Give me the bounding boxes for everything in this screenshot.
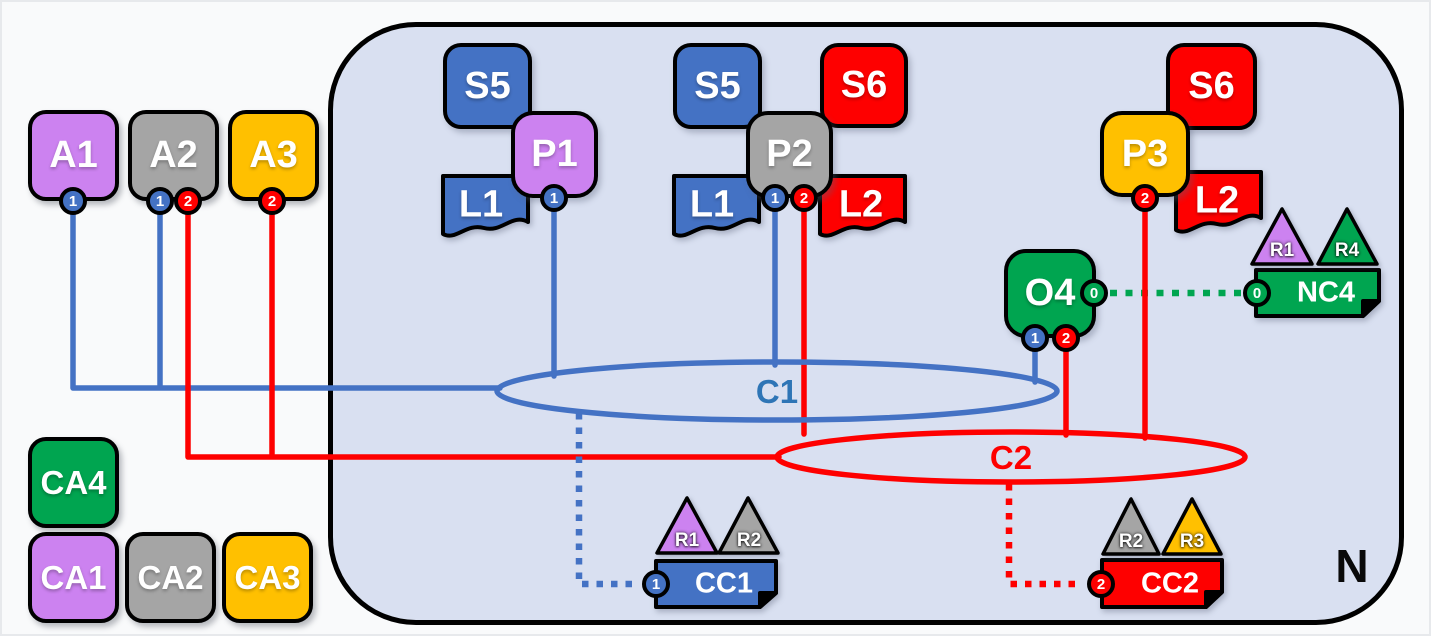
- log-l1-of-p1-label: L1: [458, 183, 504, 226]
- store-s5-of-p1: S5: [443, 43, 532, 129]
- actor-a2: A2: [128, 110, 219, 201]
- port-nc4-green: 0: [1243, 279, 1271, 307]
- store-s5-of-p2: S5: [673, 43, 762, 129]
- actor-a3: A3: [228, 110, 319, 201]
- actor-class-ca3: CA3: [222, 532, 313, 623]
- store-s6-of-p2: S6: [820, 43, 908, 128]
- role-r3-of-cc2-label: R3: [1179, 531, 1205, 552]
- channel-c1-label: C1: [755, 373, 799, 410]
- port-o4-green: 0: [1080, 279, 1108, 307]
- port-o4-blue: 1: [1021, 324, 1049, 352]
- role-r2-of-cc2-label: R2: [1118, 531, 1144, 552]
- port-a1-blue: 1: [59, 187, 87, 215]
- connector-cc1-label: CC1: [694, 567, 754, 600]
- port-cc2-red: 2: [1087, 570, 1115, 598]
- role-r1-of-nc4-label: R1: [1269, 240, 1295, 261]
- port-p3-red: 2: [1131, 184, 1159, 212]
- connector-nc4-label: NC4: [1296, 276, 1356, 309]
- port-p1-blue: 1: [540, 184, 568, 212]
- channel-c2-label: C2: [989, 439, 1033, 476]
- role-r4-of-nc4-label: R4: [1334, 240, 1360, 261]
- port-p2-blue: 1: [761, 184, 789, 212]
- port-a3-red: 2: [258, 187, 286, 215]
- log-l1-of-p2-label: L1: [689, 183, 735, 226]
- role-r1-of-cc1-label: R1: [674, 530, 700, 551]
- port-p2-red: 2: [790, 184, 818, 212]
- port-o4-red: 2: [1052, 324, 1080, 352]
- port-cc1-blue: 1: [642, 570, 670, 598]
- network-label: N: [1335, 540, 1369, 592]
- role-r2-of-cc1-label: R2: [736, 530, 762, 551]
- port-a2-red: 2: [174, 187, 202, 215]
- actor-class-ca1: CA1: [28, 532, 119, 623]
- actor-class-ca4: CA4: [28, 437, 119, 528]
- log-l2-of-p2-label: L2: [838, 183, 884, 226]
- log-l2-of-p3-label: L2: [1194, 179, 1240, 222]
- connector-cc2-label: CC2: [1140, 567, 1200, 600]
- port-a2-blue: 1: [146, 187, 174, 215]
- actor-class-ca2: CA2: [125, 532, 216, 623]
- process-p2: P2: [746, 111, 833, 198]
